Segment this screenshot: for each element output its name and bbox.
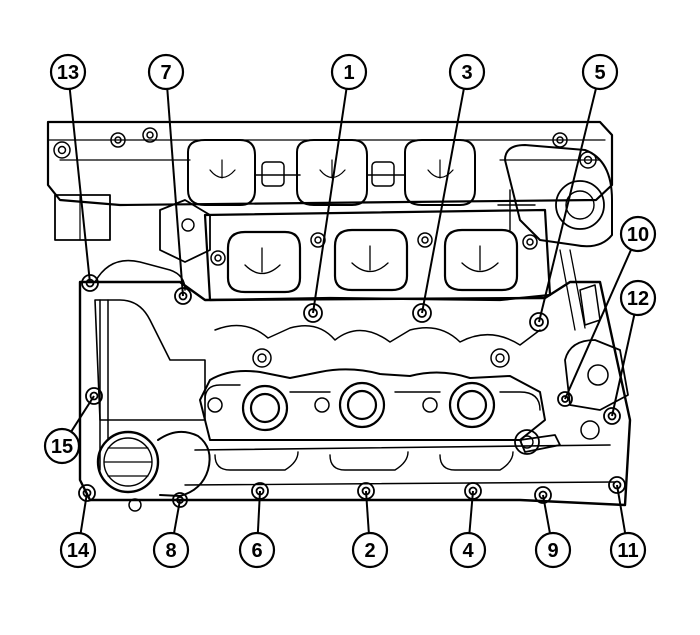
callout-circle-1	[330, 53, 368, 91]
oil-filler	[96, 430, 211, 512]
callout-circle-2	[351, 531, 389, 569]
callout-7: 7	[147, 53, 185, 91]
intake-runners	[203, 208, 552, 302]
callout-13: 13	[49, 53, 87, 91]
callout-11: 11	[609, 531, 647, 569]
callout-circle-8	[152, 531, 190, 569]
callout-circle-5	[581, 53, 619, 91]
cover-bolts	[78, 274, 626, 508]
callout-leader-12	[611, 314, 636, 417]
callout-9: 9	[534, 531, 572, 569]
callout-number-14: 14	[67, 540, 90, 562]
callout-number-2: 2	[364, 540, 375, 562]
callout-12: 12	[619, 279, 657, 317]
callout-number-12: 12	[627, 288, 649, 310]
callout-number-1: 1	[343, 62, 354, 84]
callout-number-3: 3	[461, 62, 472, 84]
callout-14: 14	[59, 531, 97, 569]
callout-circle-14	[59, 531, 97, 569]
callout-leader-3	[421, 88, 465, 314]
callout-number-13: 13	[57, 62, 79, 84]
callout-4: 4	[449, 531, 487, 569]
callout-circle-13	[49, 53, 87, 91]
callout-circle-9	[534, 531, 572, 569]
callout-leader-6	[256, 490, 261, 534]
callout-3: 3	[448, 53, 486, 91]
callout-leaders	[68, 88, 636, 534]
callout-circle-15	[43, 427, 81, 465]
callout-2: 2	[351, 531, 389, 569]
callout-leader-11	[616, 484, 627, 534]
callout-circle-3	[448, 53, 486, 91]
callout-leader-2	[365, 490, 370, 534]
callout-number-5: 5	[594, 62, 605, 84]
callout-leader-15	[70, 395, 95, 433]
plug-holes	[204, 348, 541, 432]
callout-circle-10	[619, 215, 657, 253]
callout-8: 8	[152, 531, 190, 569]
callout-15: 15	[43, 427, 81, 465]
callout-leader-9	[542, 494, 551, 534]
callout-leader-4	[468, 490, 474, 534]
callout-leader-13	[68, 88, 91, 284]
callout-circle-4	[449, 531, 487, 569]
callout-number-6: 6	[251, 540, 262, 562]
callout-number-7: 7	[160, 62, 171, 84]
callout-6: 6	[238, 531, 276, 569]
callout-leader-8	[173, 499, 181, 534]
callout-leader-10	[564, 249, 633, 400]
callout-number-4: 4	[462, 540, 474, 562]
callout-leader-1	[312, 88, 348, 314]
callout-circle-7	[147, 53, 185, 91]
callout-circle-11	[609, 531, 647, 569]
callout-leader-7	[166, 88, 184, 297]
callout-5: 5	[581, 53, 619, 91]
callout-leader-5	[538, 88, 597, 323]
callout-number-8: 8	[165, 540, 176, 562]
callout-number-15: 15	[51, 436, 73, 458]
callout-10: 10	[619, 215, 657, 253]
callout-number-10: 10	[627, 224, 649, 246]
callout-circle-6	[238, 531, 276, 569]
callout-1: 1	[330, 53, 368, 91]
callout-number-11: 11	[617, 540, 638, 562]
callout-number-9: 9	[547, 540, 558, 562]
callout-circle-12	[619, 279, 657, 317]
left-hoses	[94, 259, 186, 471]
callout-leader-14	[79, 492, 88, 534]
